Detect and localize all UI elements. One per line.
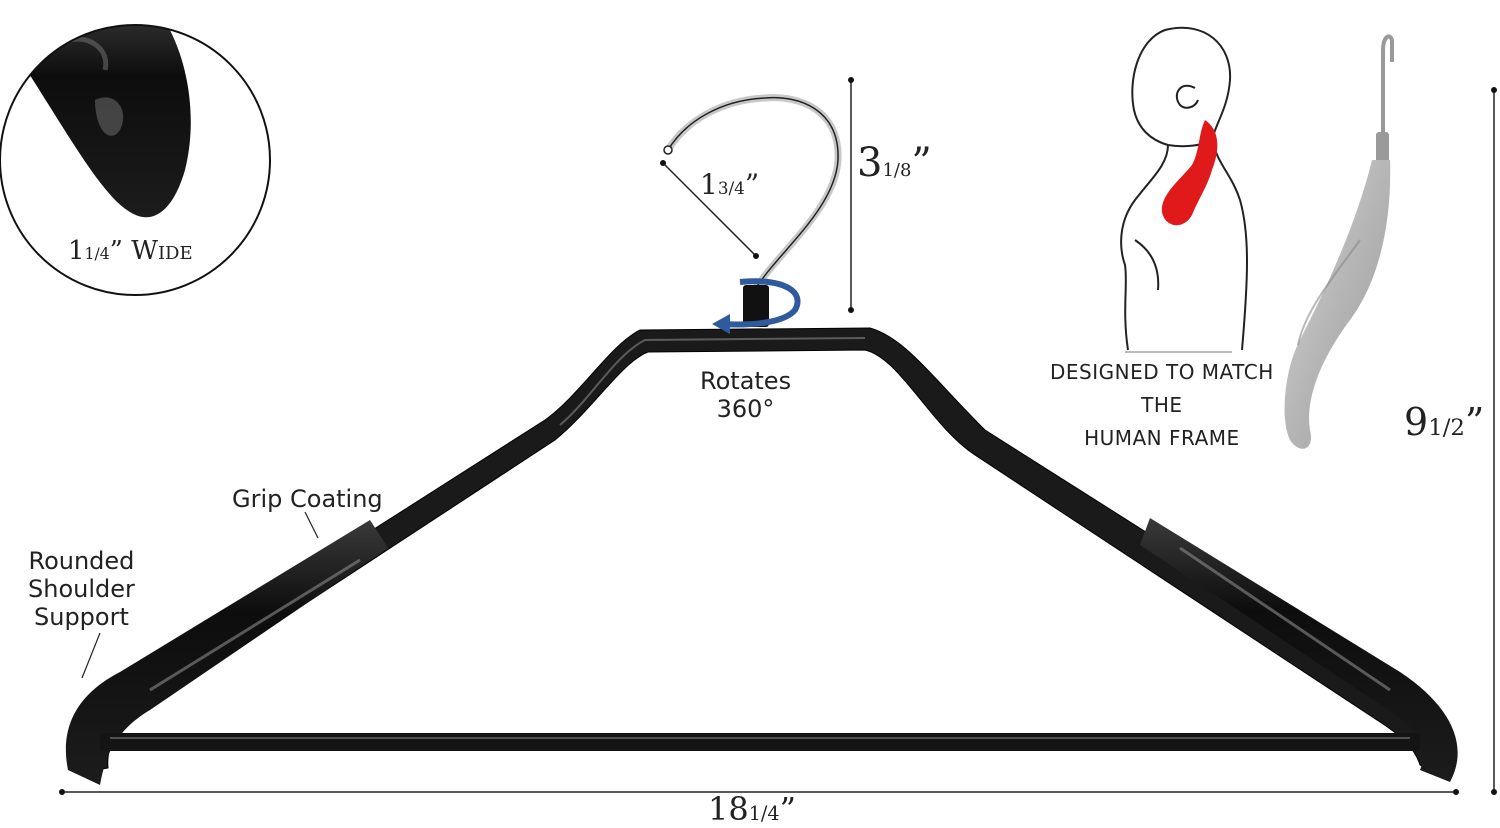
total-width-dimension: [59, 789, 1459, 795]
human-frame-caption: DESIGNED TO MATCH THE HUMAN FRAME: [1050, 360, 1274, 450]
total-height-label: 91/2”: [1404, 400, 1485, 444]
hanger-body: [65, 327, 1458, 785]
total-width-label: 181/4”: [708, 790, 796, 828]
rotate-arrow-icon: [721, 278, 801, 328]
person-profile-icon: [1120, 26, 1248, 351]
hook-opening-dimension: [660, 160, 759, 259]
swivel-hook: [663, 94, 842, 334]
grip-coating-label: Grip Coating: [232, 485, 383, 513]
grip-sleeve-right: [1140, 518, 1458, 782]
neck-highlight: [1161, 120, 1218, 226]
rotates-label: Rotates 360°: [700, 367, 792, 423]
hook-height-dimension: [848, 77, 854, 313]
trouser-bar: [100, 733, 1420, 751]
grip-leader-line: [304, 511, 319, 539]
total-height-dimension: [1491, 87, 1497, 795]
hook-opening-label: 13/4”: [700, 168, 760, 201]
hook-base-collar: [743, 285, 769, 327]
shoulder-tip-closeup: [0, 25, 191, 218]
hook-height-label: 31/8”: [857, 140, 932, 186]
zoom-circle-outline: [0, 24, 271, 296]
shoulder-leader-line: [81, 632, 101, 679]
shoulder-support-label: Rounded Shoulder Support: [28, 547, 135, 631]
hanger-side-view-icon: [1284, 34, 1394, 449]
grip-sleeve-left: [65, 520, 389, 785]
width-detail-label: 11/4” Wide: [68, 236, 193, 266]
